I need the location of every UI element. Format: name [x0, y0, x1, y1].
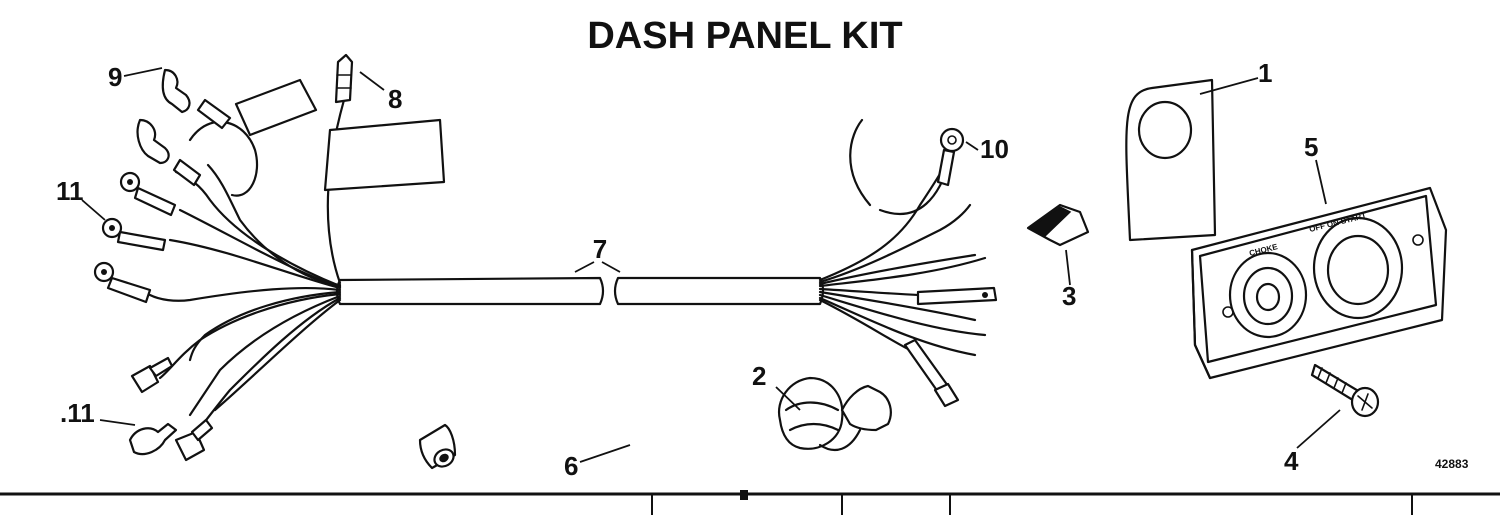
grommet-part-2	[777, 376, 892, 452]
clip-part-3	[1026, 203, 1090, 247]
wire-tag-center	[323, 118, 446, 192]
callout-7: 7	[593, 234, 607, 264]
ring-terminal-part-10	[936, 127, 965, 187]
wire-harness	[148, 98, 987, 430]
callout-11-upper: 11	[56, 176, 84, 206]
callout-5: 5	[1304, 132, 1318, 162]
mounting-plate-part-1	[1125, 78, 1217, 242]
callout-6: 6	[564, 451, 578, 481]
callout-1: 1	[1258, 58, 1272, 88]
callout-2: 2	[752, 361, 766, 391]
callout-8: 8	[388, 84, 402, 114]
callout-10: 10	[980, 134, 1009, 164]
screw-part-4	[1310, 363, 1380, 418]
jack-plug-part-8	[334, 53, 354, 104]
dash-panel-part-5: CHOKE OFF ON START	[1190, 186, 1448, 380]
left-terminals	[93, 68, 232, 462]
leader-lines	[81, 67, 1341, 463]
bottom-table-border	[0, 490, 1500, 515]
diagram-title: DASH PANEL KIT	[587, 15, 902, 57]
callout-9: 9	[108, 62, 122, 92]
figure-number: 42883	[1435, 457, 1469, 471]
sleeve-part-6	[418, 423, 457, 470]
wire-tag-left	[234, 78, 318, 137]
right-terminals	[903, 286, 998, 408]
callout-11-lower: .11	[60, 398, 95, 428]
callout-4: 4	[1284, 446, 1299, 476]
callout-3: 3	[1062, 281, 1076, 311]
